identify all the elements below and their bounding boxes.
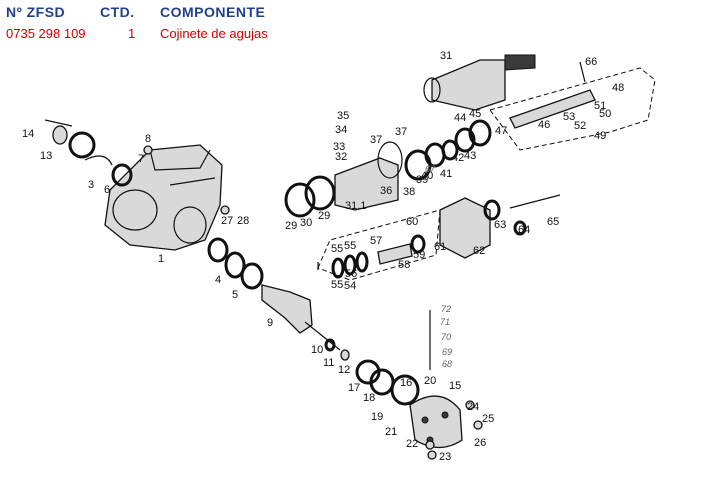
part-label-43[interactable]: 43 — [464, 150, 476, 162]
selected-part-number: 0735 298 109 — [6, 26, 86, 41]
part-label-36[interactable]: 36 — [380, 185, 392, 197]
part-label-52[interactable]: 52 — [574, 120, 586, 132]
part-label-57[interactable]: 57 — [370, 235, 382, 247]
part-label-13[interactable]: 13 — [40, 150, 52, 162]
part-label-31-1[interactable]: 31.1 — [345, 200, 366, 212]
part-label-12[interactable]: 12 — [338, 364, 350, 376]
small-parts-left — [44, 119, 264, 290]
part-label-17[interactable]: 17 — [348, 382, 360, 394]
part-label-20[interactable]: 20 — [424, 375, 436, 387]
part-label-5[interactable]: 5 — [232, 289, 238, 301]
part-label-40[interactable]: 40 — [421, 170, 433, 182]
part-label-55[interactable]: 55 — [344, 240, 356, 252]
worm-shaft-part[interactable] — [509, 61, 596, 129]
part-label-18[interactable]: 18 — [363, 392, 375, 404]
part-label-65[interactable]: 65 — [547, 216, 559, 228]
part-label-70[interactable]: 70 — [441, 332, 451, 342]
part-label-31[interactable]: 31 — [440, 50, 452, 62]
part-label-4[interactable]: 4 — [215, 274, 221, 286]
part-label-10[interactable]: 10 — [311, 344, 323, 356]
part-label-71[interactable]: 71 — [440, 317, 450, 327]
part-label-64[interactable]: 64 — [518, 224, 530, 236]
piston-group[interactable] — [284, 119, 492, 218]
part-label-1[interactable]: 1 — [158, 253, 164, 265]
part-label-53[interactable]: 53 — [563, 111, 575, 123]
part-label-42[interactable]: 42 — [452, 152, 464, 164]
part-label-38[interactable]: 38 — [403, 186, 415, 198]
part-label-66[interactable]: 66 — [585, 56, 597, 68]
part-label-41[interactable]: 41 — [440, 168, 452, 180]
part-label-29[interactable]: 29 — [285, 220, 297, 232]
part-label-55[interactable]: 55 — [331, 243, 343, 255]
part-label-50[interactable]: 50 — [599, 108, 611, 120]
part-label-49[interactable]: 49 — [594, 130, 606, 142]
assembly-outline-right — [489, 67, 656, 151]
part-label-69[interactable]: 69 — [442, 347, 452, 357]
header-quantity: CTD. — [100, 4, 135, 20]
part-label-14[interactable]: 14 — [22, 128, 34, 140]
part-label-56[interactable]: 56 — [345, 268, 357, 280]
part-label-11[interactable]: 11 — [323, 357, 334, 369]
part-label-46[interactable]: 46 — [538, 119, 550, 131]
header-component: COMPONENTE — [160, 4, 266, 20]
part-label-67[interactable]: 67 — [425, 164, 436, 174]
part-label-37[interactable]: 37 — [395, 126, 407, 138]
seal-rings-group — [331, 234, 426, 279]
part-label-55[interactable]: 55 — [331, 279, 343, 291]
part-label-3[interactable]: 3 — [88, 179, 94, 191]
part-label-61[interactable]: 61 — [434, 241, 446, 253]
part-label-7[interactable]: 7 — [138, 153, 144, 165]
piston-part[interactable] — [423, 54, 536, 111]
part-label-15[interactable]: 15 — [449, 380, 461, 392]
part-label-34[interactable]: 34 — [335, 124, 347, 136]
shaft-part[interactable] — [261, 284, 420, 406]
part-label-39[interactable]: 39 — [416, 174, 428, 186]
part-label-45[interactable]: 45 — [469, 108, 481, 120]
part-label-28[interactable]: 28 — [237, 215, 249, 227]
part-label-21[interactable]: 21 — [385, 426, 397, 438]
part-label-62[interactable]: 62 — [473, 245, 485, 257]
part-label-33[interactable]: 33 — [333, 141, 345, 153]
part-label-54[interactable]: 54 — [344, 280, 356, 292]
valve-block-part[interactable] — [439, 194, 561, 259]
part-label-59[interactable]: 59 — [413, 249, 425, 261]
part-number-labels: 1345678910111213141516171819202122232425… — [22, 50, 624, 463]
assembly-outline-left — [317, 209, 441, 281]
part-label-72[interactable]: 72 — [441, 304, 451, 314]
part-label-51[interactable]: 51 — [594, 100, 606, 112]
part-label-60[interactable]: 60 — [406, 216, 418, 228]
cover-part[interactable] — [409, 310, 483, 460]
part-label-35[interactable]: 35 — [337, 110, 349, 122]
part-label-8[interactable]: 8 — [145, 133, 151, 145]
part-label-6[interactable]: 6 — [104, 184, 110, 196]
part-label-48[interactable]: 48 — [612, 82, 624, 94]
header-part-number: Nº ZFSD — [6, 4, 66, 20]
housing-part[interactable] — [104, 144, 223, 251]
part-label-25[interactable]: 25 — [482, 413, 494, 425]
part-label-30[interactable]: 30 — [300, 217, 312, 229]
part-label-9[interactable]: 9 — [267, 317, 273, 329]
part-label-44[interactable]: 44 — [454, 112, 466, 124]
part-label-29[interactable]: 29 — [318, 210, 330, 222]
part-label-58[interactable]: 58 — [398, 259, 410, 271]
part-label-24[interactable]: 24 — [467, 401, 479, 413]
part-label-27[interactable]: 27 — [221, 215, 233, 227]
part-label-68[interactable]: 68 — [442, 359, 452, 369]
part-label-16[interactable]: 16 — [400, 377, 412, 389]
selected-component: Cojinete de agujas — [160, 26, 268, 41]
selected-quantity: 1 — [128, 26, 136, 41]
part-label-19[interactable]: 19 — [371, 411, 383, 423]
part-label-22[interactable]: 22 — [406, 438, 418, 450]
part-label-32[interactable]: 32 — [335, 151, 347, 163]
part-label-26[interactable]: 26 — [474, 437, 486, 449]
part-label-63[interactable]: 63 — [494, 219, 506, 231]
part-label-47[interactable]: 47 — [495, 125, 507, 137]
part-label-37[interactable]: 37 — [370, 134, 382, 146]
part-label-23[interactable]: 23 — [439, 451, 451, 463]
